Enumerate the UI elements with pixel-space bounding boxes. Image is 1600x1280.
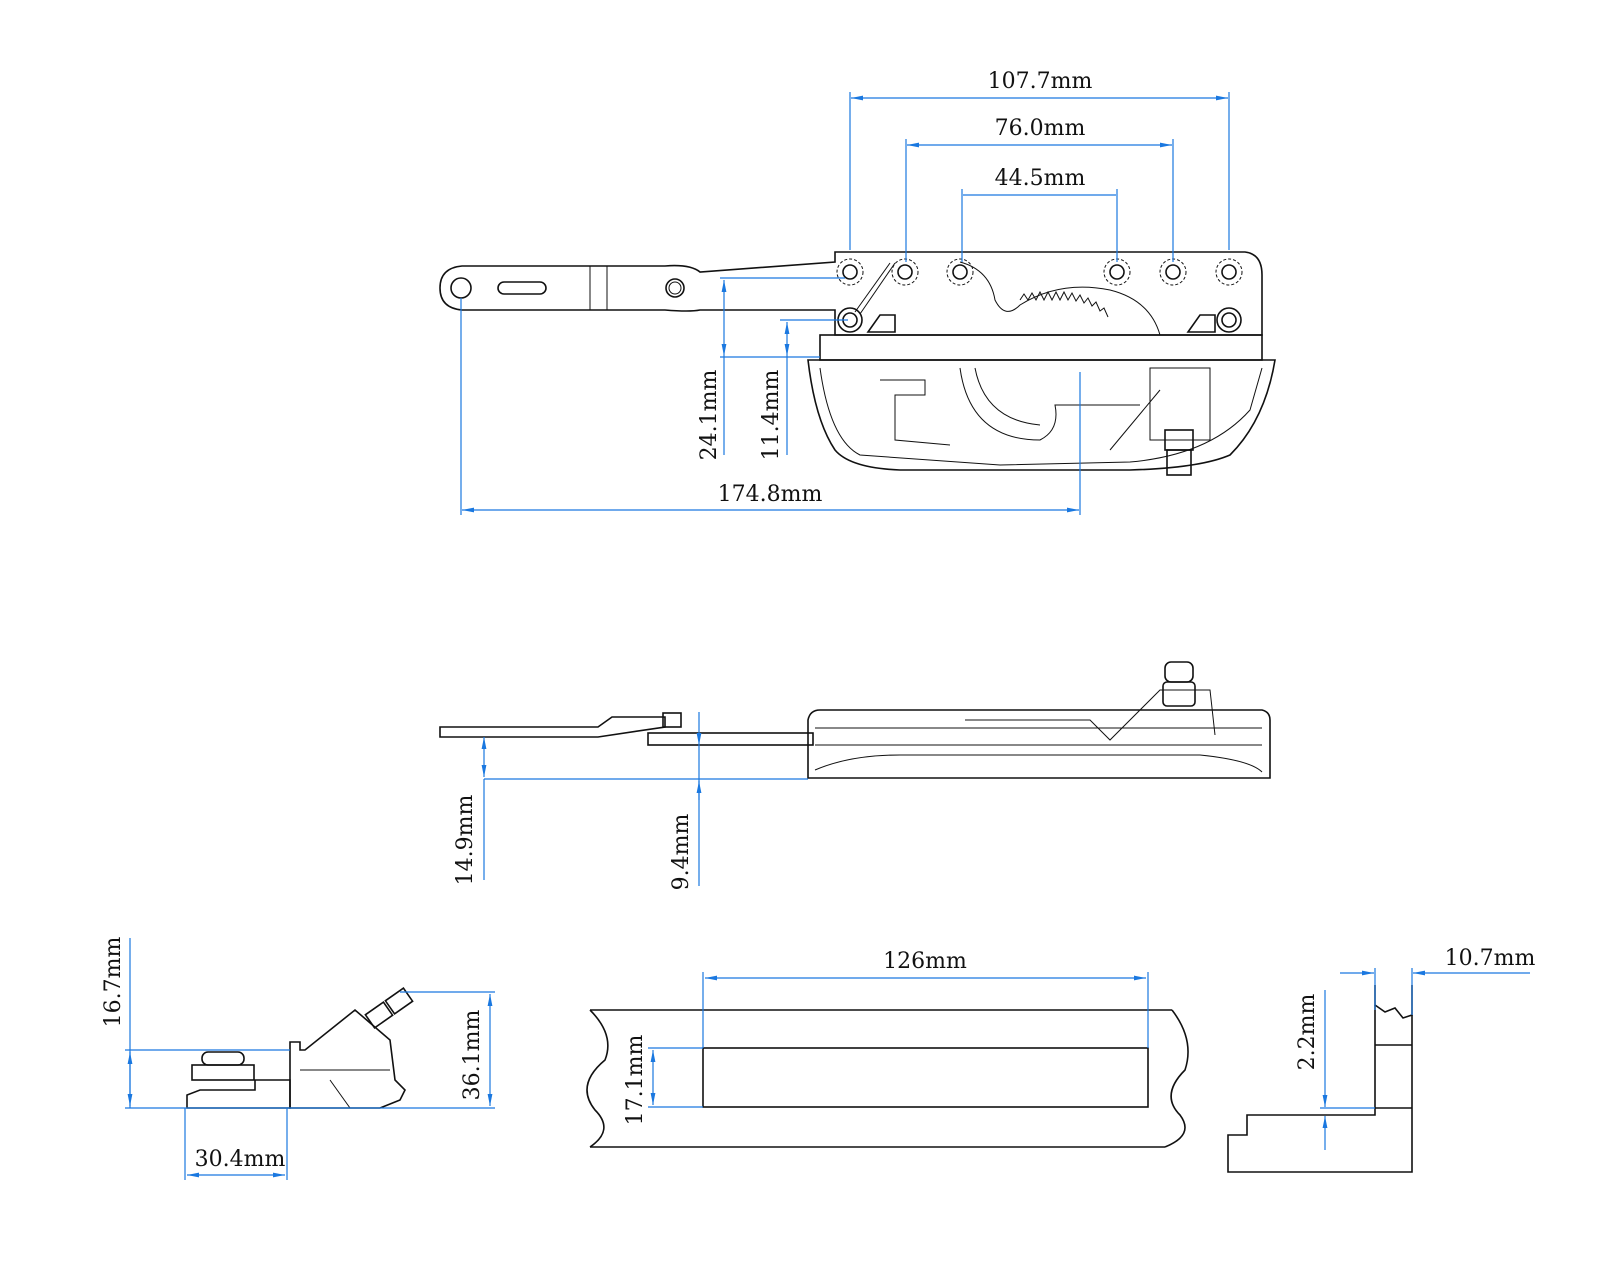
dim-2-2-label: 2.2mm: [1295, 994, 1320, 1071]
side-view-drawing: [439, 661, 1271, 779]
dim-24-1-label: 24.1mm: [697, 370, 722, 461]
top-view-drawing: [439, 251, 1276, 476]
dim-30-4-label: 30.4mm: [195, 1147, 286, 1172]
dim-14-9-label: 14.9mm: [453, 795, 478, 886]
dim-126-label: 126mm: [883, 949, 967, 974]
cutout-view-drawing: [586, 1009, 1189, 1148]
profile-view-drawing: [1227, 985, 1413, 1173]
cutout-view-dimensions: [648, 972, 1149, 1108]
dim-11-4-label: 11.4mm: [759, 370, 784, 461]
profile-view-dimensions: [1320, 968, 1530, 1150]
end-view-dimensions: [125, 938, 495, 1180]
end-view-drawing: [186, 987, 414, 1109]
dim-36-1-label: 36.1mm: [460, 1010, 485, 1101]
side-view-dimensions: [481, 712, 808, 886]
dim-107-7-label: 107.7mm: [988, 69, 1093, 94]
dim-76-0-label: 76.0mm: [995, 116, 1086, 141]
cutout-slot: [702, 1047, 1149, 1108]
top-view-dimensions: [460, 92, 1230, 515]
dim-174-8-label: 174.8mm: [718, 482, 823, 507]
dim-17-1-label: 17.1mm: [623, 1035, 648, 1126]
arm-hole-icon: [450, 277, 472, 299]
dim-16-7-label: 16.7mm: [101, 937, 126, 1028]
dim-10-7-label: 10.7mm: [1445, 946, 1536, 971]
dim-44-5-label: 44.5mm: [995, 166, 1086, 191]
dim-9-4-label: 9.4mm: [669, 814, 694, 891]
